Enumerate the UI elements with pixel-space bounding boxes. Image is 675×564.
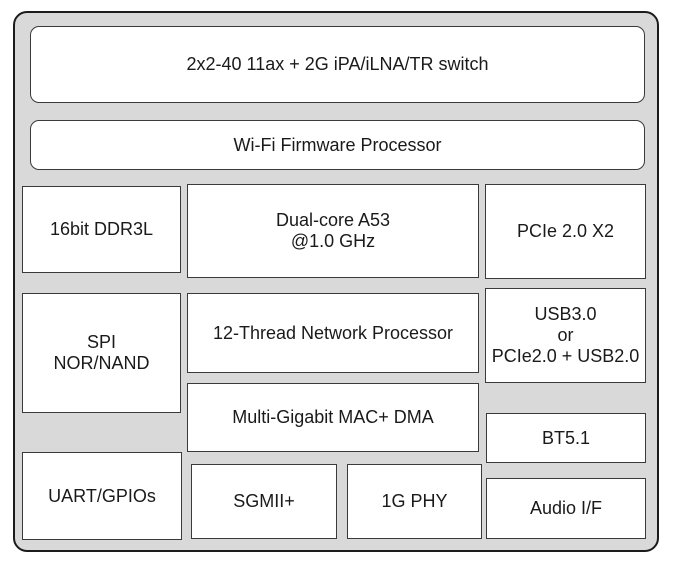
block-usb-pcie-combo: USB3.0 or PCIe2.0 + USB2.0: [485, 288, 646, 383]
block-label: SGMII+: [233, 491, 295, 511]
block-label-line: Dual-core A53: [275, 210, 391, 230]
block-label: 12-Thread Network Processor: [212, 322, 454, 343]
block-label: PCIe 2.0 X2: [516, 221, 615, 241]
block-label: 2x2-40 11ax + 2G iPA/iLNA/TR switch: [186, 54, 489, 74]
block-rf-switch: 2x2-40 11ax + 2G iPA/iLNA/TR switch: [30, 26, 645, 103]
block-ddr3l-memory: 16bit DDR3L: [22, 186, 181, 273]
block-label-line: SPI: [86, 332, 116, 352]
block-label: 1G PHY: [381, 491, 448, 511]
block-label: Wi-Fi Firmware Processor: [233, 134, 442, 155]
block-uart-gpio: UART/GPIOs: [22, 452, 182, 540]
block-sgmii: SGMII+: [191, 464, 337, 539]
block-audio-interface: Audio I/F: [486, 478, 646, 539]
block-network-processor: 12-Thread Network Processor: [187, 293, 479, 373]
block-pcie-x2: PCIe 2.0 X2: [485, 184, 646, 279]
block-wifi-firmware-processor: Wi-Fi Firmware Processor: [30, 120, 645, 170]
block-label-line: USB3.0: [534, 304, 597, 324]
block-label-line: @1.0 GHz: [290, 231, 376, 251]
block-label-line: NOR/NAND: [53, 353, 150, 373]
block-mac-dma: Multi-Gigabit MAC+ DMA: [187, 383, 479, 452]
block-label: Audio I/F: [529, 498, 603, 518]
block-label: BT5.1: [541, 427, 591, 448]
block-label: 16bit DDR3L: [49, 219, 154, 239]
block-dual-core-a53-cpu: Dual-core A53 @1.0 GHz: [187, 184, 479, 278]
block-label: UART/GPIOs: [48, 485, 156, 506]
block-1g-phy: 1G PHY: [347, 464, 482, 539]
block-label-line: PCIe2.0 + USB2.0: [491, 346, 640, 366]
block-bluetooth: BT5.1: [486, 413, 646, 463]
block-label: Multi-Gigabit MAC+ DMA: [232, 407, 434, 427]
block-label-line: or: [557, 325, 574, 345]
block-spi-nor-nand: SPI NOR/NAND: [22, 293, 181, 413]
